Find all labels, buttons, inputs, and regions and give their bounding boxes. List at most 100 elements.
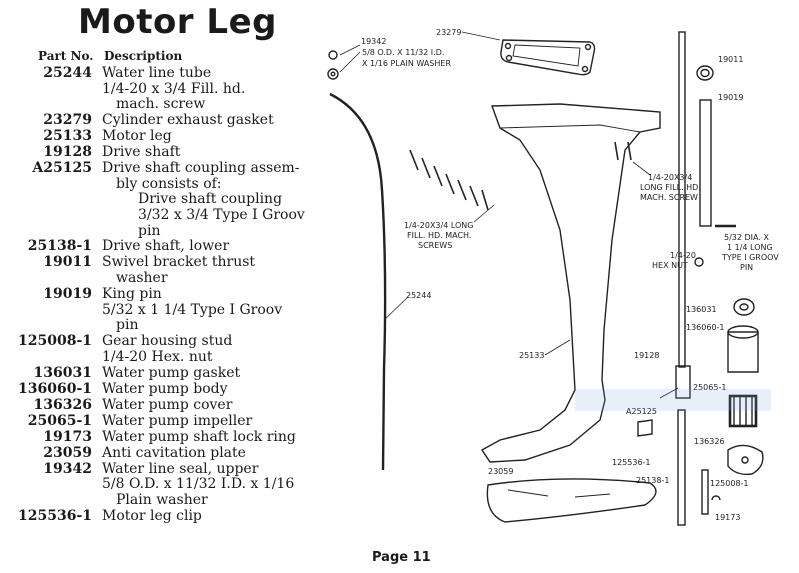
motor-leg-clip-part (637, 419, 653, 437)
description-line: pin (116, 317, 139, 334)
thrust-washer-part (696, 65, 714, 81)
label-23279: 23279 (436, 28, 461, 37)
parts-row: 23059 Anti cavitation plate (0, 444, 330, 462)
part-number: 23059 (43, 444, 92, 461)
label-19173: 19173 (715, 513, 740, 522)
description-line: Plain washer (116, 491, 208, 508)
description-line: 3/32 x 3/4 Type I Groov (138, 206, 305, 223)
screw-spec-a-line-1: 1/4-20X3/4 (648, 173, 692, 182)
description-line: Motor leg clip (102, 507, 202, 524)
parts-row: 23279 Cylinder exhaust gasket (0, 113, 330, 129)
description-line: washer (116, 270, 168, 287)
watermark-overlay (575, 389, 771, 411)
label-125536-1: 125536-1 (612, 458, 651, 467)
label-19019: 19019 (718, 93, 743, 102)
nut-spec-line-1: 1/4-20 (670, 251, 696, 260)
part-description: Motor leg clip (102, 507, 322, 525)
description-line: Water pump shaft lock ring (102, 428, 296, 445)
description-line: Motor leg (102, 128, 172, 145)
part-description: Drive shaft, lower (102, 239, 322, 255)
label-19342: 19342 (361, 37, 386, 46)
part-description: Water pump body (102, 380, 322, 398)
page-number: Page 11 (372, 550, 431, 565)
fill-head-screws-part (409, 149, 489, 211)
part-number: 25133 (43, 128, 92, 145)
part-number: 25065-1 (27, 412, 92, 429)
part-number: 19173 (43, 428, 92, 445)
lower-drive-shaft-part (677, 409, 686, 526)
description-line: pin (138, 222, 161, 239)
part-number: 19128 (43, 144, 92, 161)
description-line: Water pump gasket (102, 364, 241, 381)
upper-washer-part (328, 50, 338, 60)
description-line: mach. screw (116, 96, 206, 113)
page-title: Motor Leg (78, 2, 277, 42)
label-19342-spec-2: X 1/16 PLAIN WASHER (362, 59, 451, 68)
screw-spec-a-line-2: LONG FILL. HD. (640, 183, 701, 192)
part-number: 136060-1 (18, 380, 92, 397)
lock-ring-part (711, 495, 721, 501)
screw-spec-b-line-1: 1/4-20X3/4 LONG (404, 221, 474, 230)
part-number: 19011 (43, 254, 92, 271)
part-number: 23279 (43, 112, 92, 129)
part-number: 136031 (33, 364, 92, 381)
screw-spec-b-line-2: FILL. HD. MACH. (407, 231, 471, 240)
description-line: Cylinder exhaust gasket (102, 112, 274, 129)
part-description: Drive shaft coupling assem-bly consists … (102, 161, 322, 239)
screw-spec-a-line-3: MACH. SCREW (640, 193, 698, 202)
parts-row: 25065-1 Water pump impeller (0, 412, 330, 430)
description-line: Drive shaft (102, 144, 181, 161)
description-line: Water pump body (102, 380, 228, 397)
screw-spec-b-line-3: SCREWS (418, 241, 452, 250)
label-19342-spec-1: 5/8 O.D. X 11/32 I.D. (362, 48, 444, 57)
pin-spec-line-4: PIN (740, 263, 753, 272)
hex-nut-part (694, 257, 704, 267)
gear-housing-stud-part (701, 469, 709, 515)
parts-row: 19173 Water pump shaft lock ring (0, 428, 330, 446)
description-line: Water pump cover (102, 396, 233, 413)
water-line-tube-part (329, 92, 387, 471)
part-number: 125008-1 (18, 333, 92, 350)
label-25133: 25133 (519, 351, 544, 360)
exhaust-gasket-part (500, 39, 596, 76)
header-part-no: Part No. (38, 49, 94, 63)
part-description: Anti cavitation plate (102, 444, 322, 462)
label-125008-1: 125008-1 (710, 479, 749, 488)
part-description: Water pump gasket (102, 364, 322, 382)
lower-washer-part (327, 68, 339, 80)
label-19128: 19128 (634, 351, 659, 360)
part-number: 19342 (43, 460, 92, 477)
part-number: 25244 (43, 65, 92, 81)
label-23059: 23059 (488, 467, 513, 476)
part-description: Water pump shaft lock ring (102, 428, 322, 446)
pin-spec-line-3: TYPE I GROOV (721, 253, 779, 262)
description-line: Water pump impeller (102, 412, 253, 429)
description-line: Anti cavitation plate (102, 444, 246, 461)
part-description: Cylinder exhaust gasket (102, 113, 322, 129)
part-description: Motor leg (102, 129, 322, 145)
parts-row: 136060-1 Water pump body (0, 380, 330, 398)
description-line: Water line tube (102, 65, 212, 81)
pin-spec-line-2: 1 1/4 LONG (727, 243, 773, 252)
shaft-coupling-part (675, 365, 691, 399)
description-line: Drive shaft coupling (138, 191, 283, 208)
label-136031: 136031 (686, 305, 717, 314)
part-number: 136326 (33, 396, 92, 413)
label-136326: 136326 (694, 437, 725, 446)
parts-row: 19128 Drive shaft (0, 145, 330, 161)
description-line: Drive shaft, lower (102, 238, 230, 255)
description-line: Gear housing stud (102, 333, 233, 350)
